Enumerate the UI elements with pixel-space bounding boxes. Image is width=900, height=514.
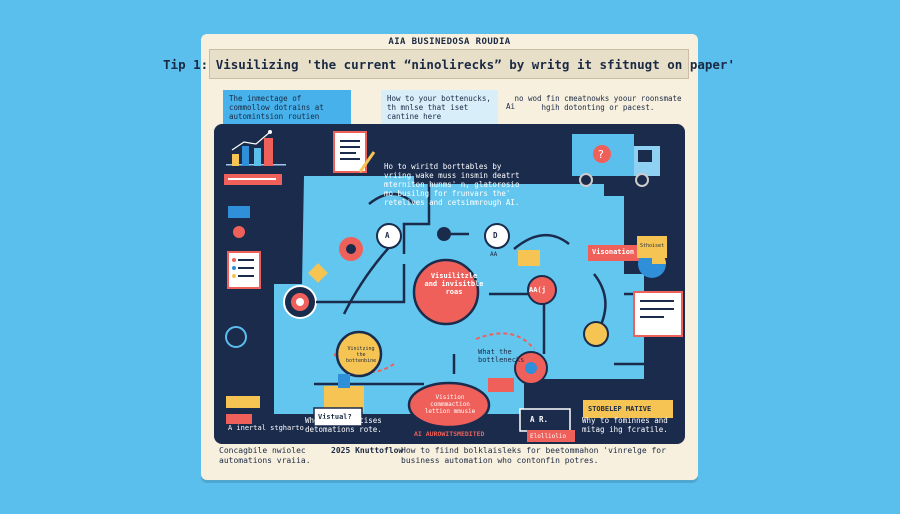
hub-dot — [437, 227, 451, 241]
sticky-note — [518, 250, 540, 266]
info-box-c: no wod fin cmeatnowks yoour roonsmate hg… — [514, 94, 682, 112]
vinitzing-label: Vinitzing the bottenbine — [346, 346, 377, 364]
delivery-truck-icon: ? — [572, 134, 660, 187]
flow-diagram: ? — [224, 130, 683, 442]
note-label: Sthoiset — [640, 243, 665, 249]
center-node-label: Visuilitzle and invisitble roas — [424, 272, 484, 296]
checklist-icon — [227, 251, 261, 289]
badge-label: Elolliolio — [530, 433, 567, 440]
target-icon — [283, 285, 317, 319]
visionation-label: Visonation — [592, 248, 635, 256]
ar-label: A R. — [530, 415, 549, 424]
yellow-node — [583, 321, 609, 347]
diagram-panel: ? — [214, 124, 685, 444]
node-d-label: D — [493, 231, 498, 240]
visionation-box — [588, 245, 650, 261]
info-box-a: The inmectage of commollow dotrains at a… — [223, 90, 351, 124]
footer-left: Concagbile nwiolec automations vraiia. — [219, 446, 311, 465]
svg-text:?: ? — [598, 148, 604, 161]
footer-right: How to fiind bolklaisleks for beetommaho… — [401, 446, 666, 465]
vinitzing-node — [335, 330, 383, 378]
node-aa-label: AA(j — [529, 286, 546, 294]
dot-icon — [233, 226, 245, 238]
center-node — [412, 258, 480, 326]
vistual-box — [313, 407, 363, 427]
cloud-node — [407, 381, 491, 429]
ai-arc-label: AI AUROWITSMEDITED — [414, 430, 485, 438]
node-d-sub: AA — [490, 251, 498, 258]
caption-left: A inertal stgharto. — [228, 424, 309, 432]
refresh-icon — [225, 326, 247, 348]
infographic-poster: AIA BUSINEDOSA ROUDIA Tip 1: Visuilizing… — [163, 34, 735, 480]
note-yellow — [637, 236, 667, 258]
clipboard-icon — [333, 131, 376, 173]
poster-title: Tip 1: Visuilizing 'the current “ninolir… — [163, 56, 735, 72]
stobelop-box — [583, 400, 673, 418]
diamond-icon — [308, 263, 328, 283]
brand-label: AIA BUSINEDOSA ROUDIA — [388, 37, 511, 47]
card-icon — [228, 206, 250, 218]
bar-chart-icon — [226, 130, 286, 166]
yellow-label — [226, 396, 260, 408]
node-a — [376, 223, 402, 249]
what-label: What the bottlenecks — [478, 348, 525, 364]
report-icon — [633, 291, 683, 337]
caption-mid: Who make wontises detomations rote. — [305, 416, 382, 434]
info-box-b-tag: Ai — [506, 102, 516, 111]
cloud-label: Visition commmaction lettion mmusie — [424, 394, 476, 415]
badge — [527, 430, 575, 442]
title-banner: Tip 1: Visuilizing 'the current “ninolir… — [163, 49, 735, 79]
small-red-tag — [488, 378, 514, 392]
footer: Concagbile nwiolec automations vraiia. 2… — [201, 442, 698, 476]
caption-right: Why to fominnes and mitag ihg fcratile. — [582, 416, 668, 434]
node-d — [484, 223, 510, 249]
info-box-b: How to your bottenucks, th mnlse that is… — [381, 90, 498, 124]
intro-text: Ho to wiritd borttables by vriing wake m… — [384, 162, 520, 207]
stobelop-label: STOBELEP MATIVE — [588, 405, 652, 413]
node-aa — [527, 275, 557, 305]
node-a-label: A — [385, 231, 390, 240]
footer-brand: 2025 Knuttoflow — [331, 446, 404, 455]
vistual-label: Vistual? — [318, 413, 352, 421]
red-label — [226, 414, 252, 424]
